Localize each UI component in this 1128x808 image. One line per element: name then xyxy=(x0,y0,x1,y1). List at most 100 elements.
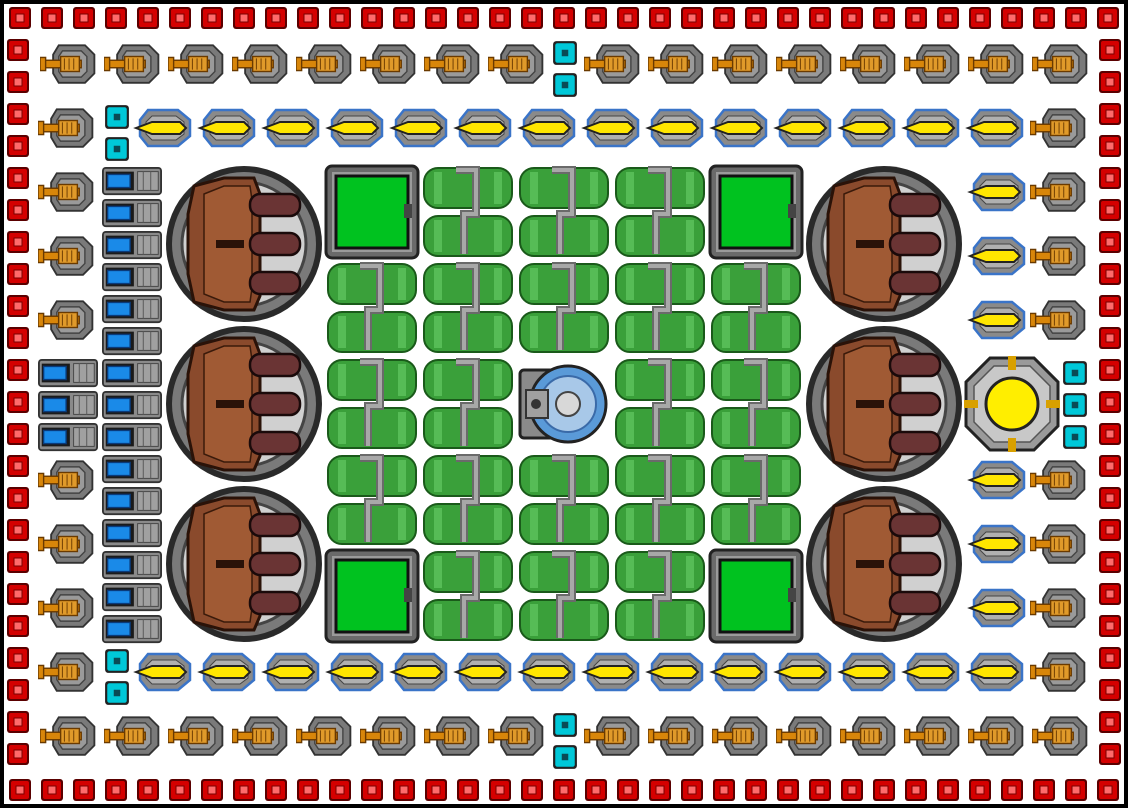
armor-block-icon[interactable] xyxy=(1064,778,1088,802)
generator-icon[interactable] xyxy=(324,164,420,260)
armor-block-icon[interactable] xyxy=(584,6,608,30)
connector-icon[interactable] xyxy=(105,681,129,705)
armor-block-icon[interactable] xyxy=(1098,230,1122,254)
armor-block-icon[interactable] xyxy=(392,6,416,30)
armor-block-icon[interactable] xyxy=(72,778,96,802)
laser-turret-icon[interactable] xyxy=(198,108,256,148)
armor-block-icon[interactable] xyxy=(552,778,576,802)
armor-block-icon[interactable] xyxy=(6,358,30,382)
laser-turret-icon[interactable] xyxy=(774,108,832,148)
reactor-core-icon[interactable] xyxy=(964,356,1060,452)
armor-block-icon[interactable] xyxy=(520,778,544,802)
fuel-tank-icon[interactable] xyxy=(420,452,516,548)
armor-block-icon[interactable] xyxy=(1098,134,1122,158)
armor-block-icon[interactable] xyxy=(6,102,30,126)
fuel-tank-icon[interactable] xyxy=(708,452,804,548)
laser-turret-icon[interactable] xyxy=(518,652,576,692)
battery-cell-icon[interactable] xyxy=(37,422,99,452)
armor-block-icon[interactable] xyxy=(1098,70,1122,94)
armor-block-icon[interactable] xyxy=(840,778,864,802)
armor-block-icon[interactable] xyxy=(6,486,30,510)
armor-block-icon[interactable] xyxy=(6,614,30,638)
laser-turret-icon[interactable] xyxy=(838,652,896,692)
armor-block-icon[interactable] xyxy=(264,778,288,802)
connector-icon[interactable] xyxy=(553,713,577,737)
connector-icon[interactable] xyxy=(1063,425,1087,449)
armor-block-icon[interactable] xyxy=(680,778,704,802)
battery-cell-icon[interactable] xyxy=(101,390,163,420)
fuel-tank-icon[interactable] xyxy=(420,356,516,452)
armor-block-icon[interactable] xyxy=(488,778,512,802)
armor-block-icon[interactable] xyxy=(6,294,30,318)
fuel-tank-icon[interactable] xyxy=(516,548,612,644)
armor-block-icon[interactable] xyxy=(904,778,928,802)
fuel-tank-icon[interactable] xyxy=(420,164,516,260)
armor-block-icon[interactable] xyxy=(1098,38,1122,62)
armor-block-icon[interactable] xyxy=(6,582,30,606)
laser-turret-icon[interactable] xyxy=(968,236,1026,276)
armor-block-icon[interactable] xyxy=(6,38,30,62)
armor-block-icon[interactable] xyxy=(1032,778,1056,802)
fuel-tank-icon[interactable] xyxy=(612,164,708,260)
armor-block-icon[interactable] xyxy=(1098,582,1122,606)
laser-turret-icon[interactable] xyxy=(774,652,832,692)
connector-icon[interactable] xyxy=(105,137,129,161)
armor-block-icon[interactable] xyxy=(1064,6,1088,30)
armor-block-icon[interactable] xyxy=(1098,454,1122,478)
fuel-tank-icon[interactable] xyxy=(612,452,708,548)
fuel-tank-icon[interactable] xyxy=(324,260,420,356)
armor-block-icon[interactable] xyxy=(72,6,96,30)
laser-turret-icon[interactable] xyxy=(968,588,1026,628)
laser-turret-icon[interactable] xyxy=(134,108,192,148)
armor-block-icon[interactable] xyxy=(6,326,30,350)
battery-cell-icon[interactable] xyxy=(101,422,163,452)
armor-block-icon[interactable] xyxy=(1096,778,1120,802)
armor-block-icon[interactable] xyxy=(6,678,30,702)
fuel-tank-icon[interactable] xyxy=(612,260,708,356)
armor-block-icon[interactable] xyxy=(6,550,30,574)
armor-block-icon[interactable] xyxy=(648,6,672,30)
connector-icon[interactable] xyxy=(105,105,129,129)
armor-block-icon[interactable] xyxy=(6,710,30,734)
fuel-tank-icon[interactable] xyxy=(708,356,804,452)
connector-icon[interactable] xyxy=(553,73,577,97)
laser-turret-icon[interactable] xyxy=(646,652,704,692)
armor-block-icon[interactable] xyxy=(6,454,30,478)
connector-icon[interactable] xyxy=(1063,393,1087,417)
armor-block-icon[interactable] xyxy=(40,778,64,802)
armor-block-icon[interactable] xyxy=(264,6,288,30)
armor-block-icon[interactable] xyxy=(1096,6,1120,30)
armor-block-icon[interactable] xyxy=(552,6,576,30)
armor-block-icon[interactable] xyxy=(808,778,832,802)
armor-block-icon[interactable] xyxy=(6,198,30,222)
fuel-tank-icon[interactable] xyxy=(324,356,420,452)
armor-block-icon[interactable] xyxy=(584,778,608,802)
armor-block-icon[interactable] xyxy=(1098,326,1122,350)
armor-block-icon[interactable] xyxy=(1098,550,1122,574)
battery-cell-icon[interactable] xyxy=(101,326,163,356)
battery-cell-icon[interactable] xyxy=(101,230,163,260)
armor-block-icon[interactable] xyxy=(104,6,128,30)
armor-block-icon[interactable] xyxy=(680,6,704,30)
armor-block-icon[interactable] xyxy=(136,6,160,30)
armor-block-icon[interactable] xyxy=(424,6,448,30)
armor-block-icon[interactable] xyxy=(1098,102,1122,126)
laser-turret-icon[interactable] xyxy=(518,108,576,148)
fuel-tank-icon[interactable] xyxy=(612,356,708,452)
battery-cell-icon[interactable] xyxy=(101,198,163,228)
armor-block-icon[interactable] xyxy=(744,778,768,802)
armor-block-icon[interactable] xyxy=(1098,358,1122,382)
armor-block-icon[interactable] xyxy=(808,6,832,30)
thruster-icon[interactable] xyxy=(804,484,964,644)
battery-cell-icon[interactable] xyxy=(37,390,99,420)
laser-turret-icon[interactable] xyxy=(902,108,960,148)
battery-cell-icon[interactable] xyxy=(101,614,163,644)
laser-turret-icon[interactable] xyxy=(968,460,1026,500)
armor-block-icon[interactable] xyxy=(328,6,352,30)
laser-turret-icon[interactable] xyxy=(390,108,448,148)
armor-block-icon[interactable] xyxy=(136,778,160,802)
armor-block-icon[interactable] xyxy=(424,778,448,802)
battery-cell-icon[interactable] xyxy=(37,358,99,388)
laser-turret-icon[interactable] xyxy=(968,524,1026,564)
battery-cell-icon[interactable] xyxy=(101,454,163,484)
